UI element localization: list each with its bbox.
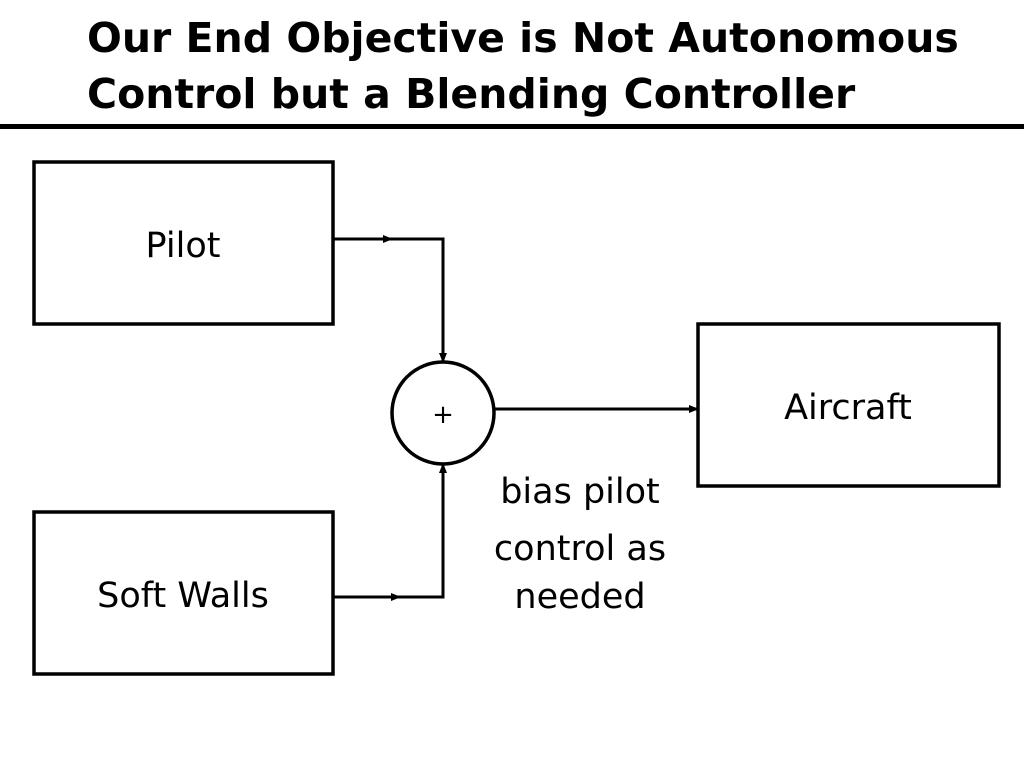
soft-walls-to-junction-arrow [333,463,447,601]
pilot-to-junction-arrow [333,235,447,363]
aircraft-block: Aircraft [696,322,1001,488]
slide-title: Our End Objective is Not Autonomous Cont… [87,10,1007,122]
bias-annotation-line-1: bias pilot [500,472,660,512]
bias-annotation-line-3: needed [514,577,645,617]
soft-walls-block: Soft Walls [32,510,335,676]
summing-junction: + [390,360,496,466]
pilot-block: Pilot [32,160,335,326]
bias-annotation-line-2: control as [494,529,666,569]
bias-annotation: bias pilot control as needed [494,472,666,617]
summing-junction-symbol: + [432,400,454,430]
slide-title-line-1: Our End Objective is Not Autonomous [87,14,959,62]
title-divider [0,124,1024,129]
aircraft-label: Aircraft [784,388,912,428]
soft-walls-label: Soft Walls [97,576,269,616]
slide-title-line-2: Control but a Blending Controller [87,70,856,118]
pilot-label: Pilot [146,226,221,266]
